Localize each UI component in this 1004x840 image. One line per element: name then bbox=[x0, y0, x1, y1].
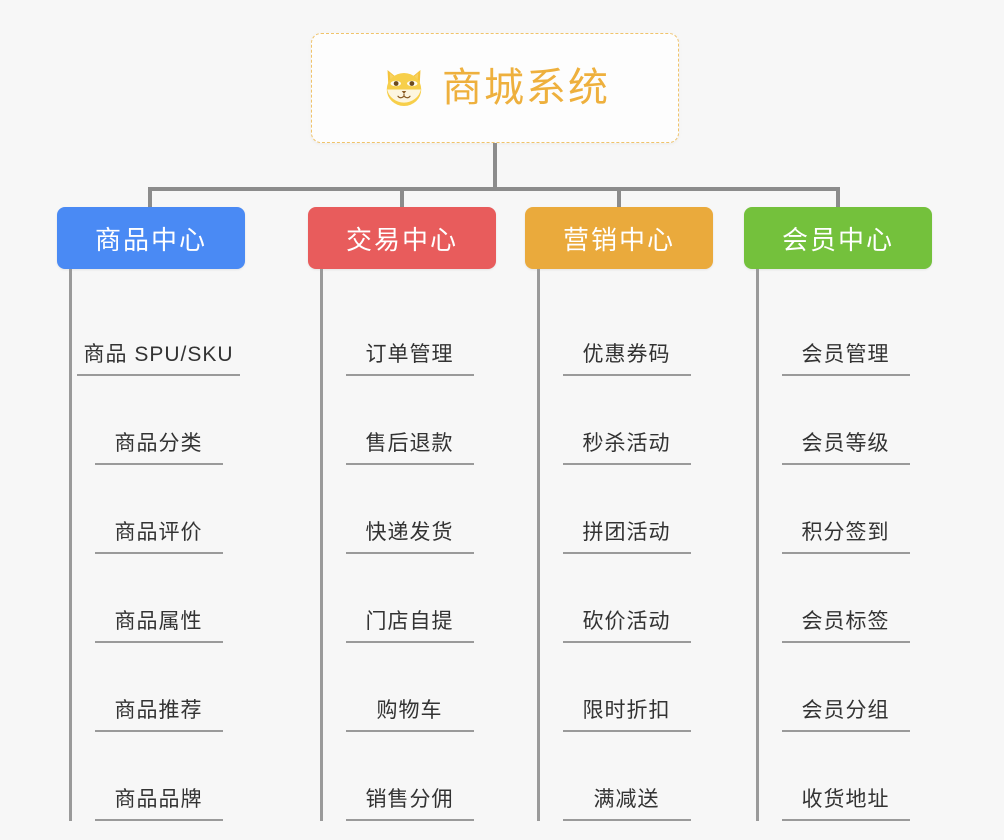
leaf-item-label: 商品分类 bbox=[94, 427, 223, 465]
leaf-item[interactable]: 商品分类 bbox=[72, 376, 245, 465]
branch-header-会员中心[interactable]: 会员中心 bbox=[744, 207, 932, 269]
leaf-item[interactable]: 商品属性 bbox=[72, 554, 245, 643]
leaf-item-label: 秒杀活动 bbox=[562, 427, 691, 465]
leaf-item[interactable]: 会员等级 bbox=[759, 376, 932, 465]
leaf-item-label: 快递发货 bbox=[345, 516, 474, 554]
leaf-item[interactable]: 砍价活动 bbox=[540, 554, 713, 643]
leaf-item-label: 会员管理 bbox=[781, 338, 910, 376]
leaf-item-label: 拼团活动 bbox=[562, 516, 691, 554]
branch-header-label: 商品中心 bbox=[94, 224, 207, 255]
leaf-item-label: 收货地址 bbox=[781, 783, 910, 821]
leaf-item[interactable]: 会员标签 bbox=[759, 554, 932, 643]
leaf-item[interactable]: 快递发货 bbox=[323, 465, 496, 554]
connector-drop-branch-3 bbox=[617, 187, 621, 209]
leaf-item[interactable]: 限时折扣 bbox=[540, 643, 713, 732]
branch-header-营销中心[interactable]: 营销中心 bbox=[525, 207, 713, 269]
leaf-item-label: 积分签到 bbox=[781, 516, 910, 554]
branch-header-label: 交易中心 bbox=[345, 224, 458, 255]
leaf-list-1: 商品 SPU/SKU 商品分类 商品评价 商品属性 商品推荐 商品品牌 bbox=[69, 269, 245, 821]
leaf-item[interactable]: 收货地址 bbox=[759, 732, 932, 821]
leaf-item[interactable]: 商品推荐 bbox=[72, 643, 245, 732]
leaf-item[interactable]: 会员分组 bbox=[759, 643, 932, 732]
leaf-item[interactable]: 优惠券码 bbox=[540, 287, 713, 376]
leaf-item[interactable]: 订单管理 bbox=[323, 287, 496, 376]
leaf-item-label: 商品属性 bbox=[94, 605, 223, 643]
leaf-item[interactable]: 商品评价 bbox=[72, 465, 245, 554]
leaf-item-label: 商品推荐 bbox=[94, 694, 223, 732]
connector-root-stem bbox=[493, 143, 497, 189]
leaf-item[interactable]: 门店自提 bbox=[323, 554, 496, 643]
connector-drop-branch-1 bbox=[148, 187, 152, 209]
leaf-item[interactable]: 会员管理 bbox=[759, 287, 932, 376]
leaf-item-label: 商品 SPU/SKU bbox=[77, 338, 240, 376]
leaf-item-label: 优惠券码 bbox=[562, 338, 691, 376]
leaf-item-label: 订单管理 bbox=[345, 338, 474, 376]
leaf-list-2: 订单管理 售后退款 快递发货 门店自提 购物车 销售分佣 bbox=[320, 269, 496, 821]
leaf-item-label: 会员等级 bbox=[781, 427, 910, 465]
leaf-item-label: 满减送 bbox=[562, 783, 691, 821]
leaf-item-label: 销售分佣 bbox=[345, 783, 474, 821]
branch-column-3: 营销中心 优惠券码 秒杀活动 拼团活动 砍价活动 限时折扣 满减送 bbox=[525, 207, 713, 821]
leaf-item-label: 限时折扣 bbox=[562, 694, 691, 732]
branch-column-4: 会员中心 会员管理 会员等级 积分签到 会员标签 会员分组 收货地址 bbox=[744, 207, 932, 821]
branch-header-商品中心[interactable]: 商品中心 bbox=[57, 207, 245, 269]
branch-header-交易中心[interactable]: 交易中心 bbox=[308, 207, 496, 269]
leaf-item[interactable]: 售后退款 bbox=[323, 376, 496, 465]
branch-header-label: 营销中心 bbox=[562, 224, 675, 255]
leaf-item[interactable]: 购物车 bbox=[323, 643, 496, 732]
leaf-item-label: 商品评价 bbox=[94, 516, 223, 554]
leaf-item-label: 购物车 bbox=[345, 694, 474, 732]
leaf-item-label: 会员标签 bbox=[781, 605, 910, 643]
leaf-item[interactable]: 积分签到 bbox=[759, 465, 932, 554]
leaf-item[interactable]: 满减送 bbox=[540, 732, 713, 821]
root-node-商城系统[interactable]: 商城系统 bbox=[311, 33, 679, 143]
leaf-item-label: 门店自提 bbox=[345, 605, 474, 643]
shiba-dog-face-icon bbox=[386, 70, 422, 106]
leaf-item[interactable]: 拼团活动 bbox=[540, 465, 713, 554]
connector-drop-branch-2 bbox=[400, 187, 404, 209]
leaf-list-3: 优惠券码 秒杀活动 拼团活动 砍价活动 限时折扣 满减送 bbox=[537, 269, 713, 821]
connector-horizontal-bus bbox=[148, 187, 840, 191]
leaf-item-label: 商品品牌 bbox=[94, 783, 223, 821]
leaf-item[interactable]: 销售分佣 bbox=[323, 732, 496, 821]
leaf-list-4: 会员管理 会员等级 积分签到 会员标签 会员分组 收货地址 bbox=[756, 269, 932, 821]
leaf-item[interactable]: 商品品牌 bbox=[72, 732, 245, 821]
leaf-item[interactable]: 秒杀活动 bbox=[540, 376, 713, 465]
root-node-title: 商城系统 bbox=[442, 66, 610, 110]
branch-column-1: 商品中心 商品 SPU/SKU 商品分类 商品评价 商品属性 商品推荐 商品品牌 bbox=[57, 207, 245, 821]
branch-column-2: 交易中心 订单管理 售后退款 快递发货 门店自提 购物车 销售分佣 bbox=[308, 207, 496, 821]
leaf-item-label: 会员分组 bbox=[781, 694, 910, 732]
leaf-item-label: 售后退款 bbox=[345, 427, 474, 465]
branch-header-label: 会员中心 bbox=[781, 224, 894, 255]
connector-drop-branch-4 bbox=[836, 187, 840, 209]
leaf-item[interactable]: 商品 SPU/SKU bbox=[72, 287, 245, 376]
leaf-item-label: 砍价活动 bbox=[562, 605, 691, 643]
